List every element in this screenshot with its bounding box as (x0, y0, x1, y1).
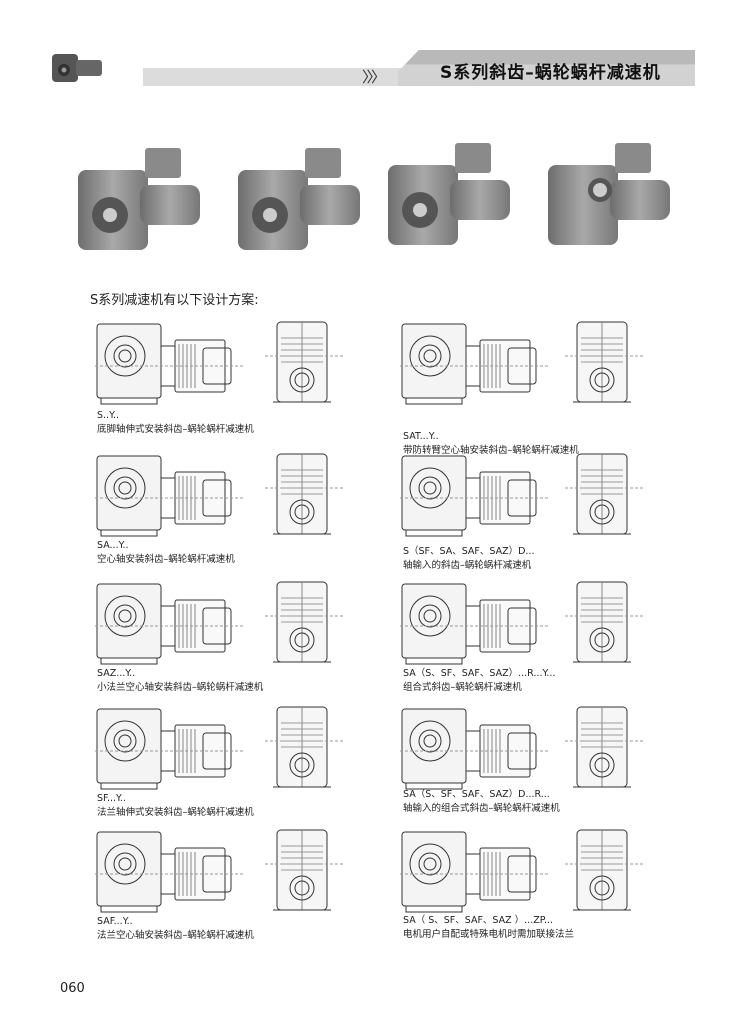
side-view-drawing (265, 703, 345, 797)
design-description: 空心轴安装斜齿–蜗轮蜗杆减速机 (97, 554, 235, 565)
design-caption: SA...Y.. 空心轴安装斜齿–蜗轮蜗杆减速机 (97, 539, 235, 567)
design-description: 电机用户自配或特殊电机时需加联接法兰 (403, 929, 575, 940)
gearbox-photo (230, 140, 380, 269)
design-code: SAF...Y.. (97, 916, 133, 927)
front-view-drawing (95, 450, 245, 544)
chevrons: 〉〉〉 (362, 68, 386, 86)
design-code: SA...Y.. (97, 540, 129, 551)
front-view-drawing (400, 450, 550, 544)
front-view-drawing (95, 703, 245, 797)
intro-text: S系列减速机有以下设计方案: (90, 293, 259, 308)
side-view-drawing (265, 826, 345, 920)
side-view-drawing (565, 826, 645, 920)
design-caption: S..Y.. 底脚轴伸式安装斜齿–蜗轮蜗杆减速机 (97, 409, 254, 437)
header-tab (398, 50, 695, 86)
design-description: 法兰空心轴安装斜齿–蜗轮蜗杆减速机 (97, 930, 254, 941)
page-title: S系列斜齿–蜗轮蜗杆减速机 (440, 63, 661, 83)
design-code: SAT...Y.. (403, 431, 439, 442)
design-caption: SF...Y.. 法兰轴伸式安装斜齿–蜗轮蜗杆减速机 (97, 792, 254, 820)
design-caption: SA（ S、SF、SAF、SAZ ）...ZP... 电机用户自配或特殊电机时需加… (403, 914, 574, 942)
page-number: 060 (60, 981, 85, 996)
side-view-drawing (565, 578, 645, 672)
gearbox-photo (540, 135, 690, 264)
design-description: 组合式斜齿–蜗轮蜗杆减速机 (403, 682, 522, 693)
design-description: 小法兰空心轴安装斜齿–蜗轮蜗杆减速机 (97, 682, 264, 693)
design-code: S..Y.. (97, 410, 119, 421)
design-code: SA（ S、SF、SAF、SAZ ）...ZP... (403, 915, 554, 926)
gearbox-photo (380, 135, 530, 264)
design-code: S（SF、SA、SAF、SAZ）D... (403, 546, 535, 557)
design-caption: SAF...Y.. 法兰空心轴安装斜齿–蜗轮蜗杆减速机 (97, 915, 254, 943)
design-description: 法兰轴伸式安装斜齿–蜗轮蜗杆减速机 (97, 807, 254, 818)
front-view-drawing (400, 826, 550, 920)
design-description: 轴输入的组合式斜齿–蜗轮蜗杆减速机 (403, 803, 560, 814)
side-view-drawing (265, 578, 345, 672)
front-view-drawing (400, 318, 550, 412)
design-caption: SAZ...Y.. 小法兰空心轴安装斜齿–蜗轮蜗杆减速机 (97, 667, 263, 695)
design-code: SF...Y.. (97, 793, 126, 804)
design-code: SA（S、SF、SAF、SAZ）...R...Y... (403, 668, 556, 679)
gearbox-photo (70, 140, 220, 269)
design-caption: SA（S、SF、SAF、SAZ）D...R... 轴输入的组合式斜齿–蜗轮蜗杆减速… (403, 788, 560, 816)
front-view-drawing (95, 318, 245, 412)
front-view-drawing (95, 578, 245, 672)
front-view-drawing (95, 826, 245, 920)
side-view-drawing (565, 450, 645, 544)
design-code: SAZ...Y.. (97, 668, 136, 679)
design-description: 底脚轴伸式安装斜齿–蜗轮蜗杆减速机 (97, 424, 254, 435)
side-view-drawing (565, 318, 645, 412)
design-description: 带防转臂空心轴安装斜齿–蜗轮蜗杆减速机 (403, 445, 579, 456)
logo-gearbox-icon (52, 54, 102, 82)
design-description: 轴输入的斜齿–蜗轮蜗杆减速机 (403, 560, 532, 571)
design-caption: SA（S、SF、SAF、SAZ）...R...Y... 组合式斜齿–蜗轮蜗杆减速机 (403, 667, 555, 695)
design-code: SA（S、SF、SAF、SAZ）D...R... (403, 789, 550, 800)
design-caption: S（SF、SA、SAF、SAZ）D... 轴输入的斜齿–蜗轮蜗杆减速机 (403, 545, 535, 573)
side-view-drawing (265, 450, 345, 544)
side-view-drawing (265, 318, 345, 412)
front-view-drawing (400, 578, 550, 672)
front-view-drawing (400, 703, 550, 797)
design-caption: SAT...Y.. 带防转臂空心轴安装斜齿–蜗轮蜗杆减速机 (403, 430, 579, 458)
side-view-drawing (565, 703, 645, 797)
